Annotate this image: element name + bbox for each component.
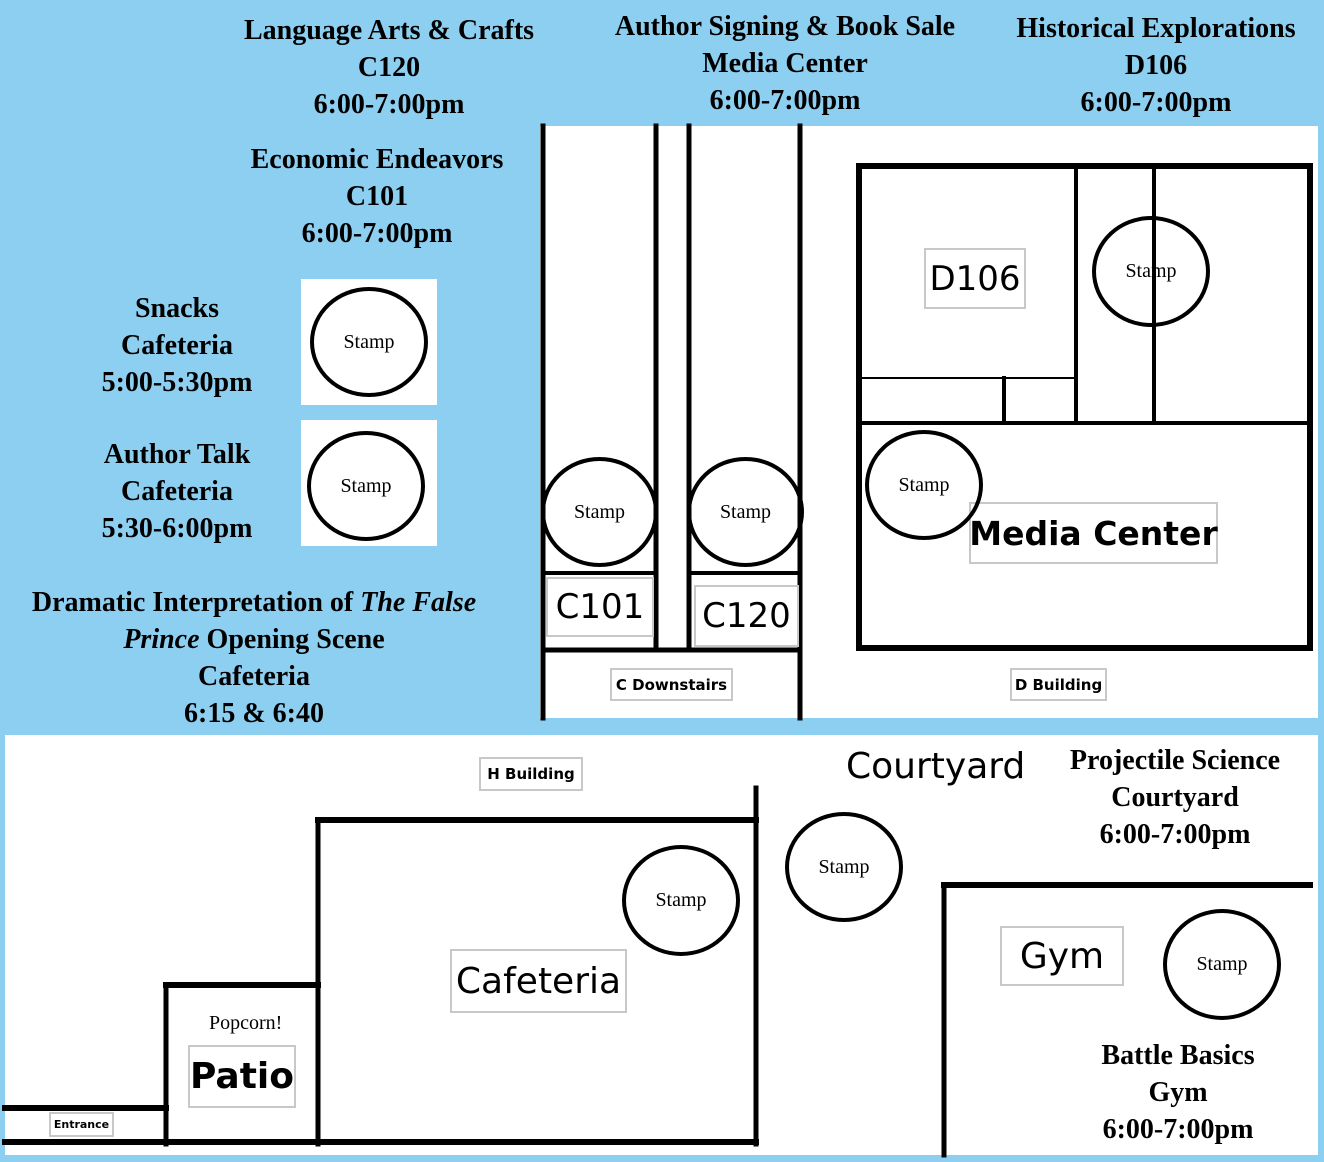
event-title: Snacks — [134, 293, 220, 324]
popcorn-label: Popcorn! — [209, 1012, 283, 1034]
event-time: 5:00-5:30pm — [101, 367, 253, 398]
event-title: Language Arts & Crafts — [243, 15, 535, 46]
courtyard-label: Courtyard — [846, 746, 1026, 787]
event-room: Courtyard — [1111, 782, 1239, 813]
stamp-snacks: Stamp — [310, 287, 428, 397]
building-label-d-building: D Building — [1010, 668, 1107, 701]
building-label-h-building: H Building — [479, 757, 583, 791]
event-dramatic: Dramatic Interpretation of The False Pri… — [32, 584, 476, 732]
event-economic: Economic Endeavors C101 6:00-7:00pm — [251, 141, 504, 252]
event-time: 6:00-7:00pm — [313, 89, 465, 120]
event-title: Author Signing & Book Sale — [614, 11, 956, 42]
room-label-cafeteria: Cafeteria — [450, 949, 627, 1013]
event-title: Battle Basics — [1101, 1040, 1255, 1071]
event-battle: Battle Basics Gym 6:00-7:00pm — [1101, 1037, 1254, 1148]
room-label-media-center: Media Center — [969, 502, 1218, 564]
stamp-c120: Stamp — [687, 457, 804, 567]
event-room: Media Center — [702, 48, 868, 79]
event-time: 6:00-7:00pm — [301, 218, 453, 249]
book-title: The False — [360, 587, 477, 618]
event-room: C120 — [357, 52, 421, 83]
stamp-media-center: Stamp — [865, 430, 983, 540]
event-time: 6:15 & 6:40 — [184, 698, 324, 729]
event-room: Cafeteria — [198, 661, 310, 692]
event-historical: Historical Explorations D106 6:00-7:00pm — [1016, 10, 1295, 121]
event-room: C101 — [345, 181, 409, 212]
event-room: D106 — [1124, 50, 1188, 81]
event-snacks: Snacks Cafeteria 5:00-5:30pm — [102, 290, 253, 401]
room-label-d106: D106 — [924, 248, 1026, 309]
title-text: Opening Scene — [199, 624, 385, 655]
room-label-c101: C101 — [546, 577, 654, 637]
room-label-c120: C120 — [694, 585, 799, 647]
event-title-line-2: Prince Opening Scene — [32, 621, 476, 658]
event-title: Economic Endeavors — [250, 144, 504, 175]
event-title: Author Talk — [103, 439, 251, 470]
event-room: Cafeteria — [121, 476, 233, 507]
stamp-courtyard: Stamp — [785, 812, 903, 922]
event-time: 6:00-7:00pm — [1080, 87, 1232, 118]
event-title: Projectile Science — [1069, 745, 1281, 776]
room-label-gym: Gym — [1000, 926, 1124, 986]
event-time: 6:00-7:00pm — [1102, 1114, 1254, 1145]
stamp-gym: Stamp — [1163, 909, 1281, 1020]
building-label-c-downstairs: C Downstairs — [610, 668, 733, 701]
event-room: Gym — [1148, 1077, 1208, 1108]
title-text: Dramatic Interpretation of — [31, 587, 361, 618]
event-room: Cafeteria — [121, 330, 233, 361]
room-label-patio: Patio — [188, 1045, 296, 1108]
event-projectile: Projectile Science Courtyard 6:00-7:00pm — [1070, 742, 1280, 853]
event-title-line-1: Dramatic Interpretation of The False — [32, 584, 476, 621]
event-author-talk: Author Talk Cafeteria 5:30-6:00pm — [102, 436, 253, 547]
book-title: Prince — [123, 624, 200, 655]
event-language-arts: Language Arts & Crafts C120 6:00-7:00pm — [244, 12, 534, 123]
stamp-c101: Stamp — [541, 457, 658, 567]
event-author-signing: Author Signing & Book Sale Media Center … — [615, 8, 955, 119]
stamp-d106: Stamp — [1092, 216, 1210, 327]
entrance-label: Entrance — [49, 1112, 114, 1137]
event-title: Historical Explorations — [1016, 13, 1296, 44]
event-time: 6:00-7:00pm — [1099, 819, 1251, 850]
stamp-author-talk: Stamp — [307, 431, 425, 541]
event-time: 6:00-7:00pm — [709, 85, 861, 116]
event-time: 5:30-6:00pm — [101, 513, 253, 544]
stamp-cafeteria: Stamp — [622, 845, 740, 956]
